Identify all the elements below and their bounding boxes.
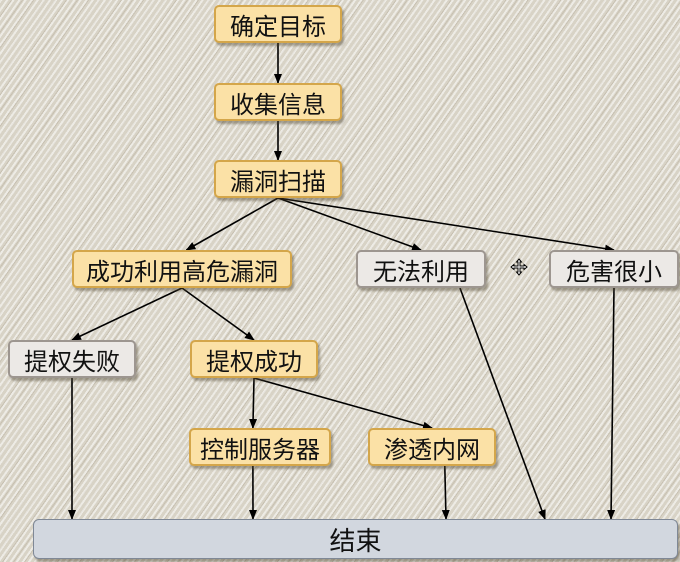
node-pivot-intranet[interactable]: 渗透内网	[368, 428, 496, 466]
edge-privesc_success-to-pivot_intranet	[253, 377, 433, 430]
move-cursor-icon	[510, 258, 528, 276]
edge-vuln_scan-to-cannot_exploit	[277, 197, 422, 251]
edge-vuln_scan-to-exploit_high_risk	[185, 197, 279, 251]
edge-privesc_success-to-control_server	[249, 377, 258, 429]
node-privesc-fail[interactable]: 提权失败	[8, 340, 136, 378]
node-define-goal[interactable]: 确定目标	[214, 5, 342, 43]
node-vuln-scan[interactable]: 漏洞扫描	[214, 160, 342, 198]
node-end[interactable]: 结束	[33, 519, 678, 559]
edge-low_harm-to-end	[607, 287, 616, 520]
edge-pivot_intranet-to-end	[441, 465, 450, 520]
node-cannot-exploit[interactable]: 无法利用	[356, 250, 486, 288]
edge-vuln_scan-to-low_harm	[277, 197, 615, 253]
edge-exploit_high_risk-to-privesc_fail	[71, 287, 183, 341]
edge-exploit_high_risk-to-privesc_success	[181, 287, 255, 341]
node-collect-info[interactable]: 收集信息	[214, 83, 342, 121]
node-exploit-high-risk[interactable]: 成功利用高危漏洞	[72, 250, 292, 288]
node-low-harm[interactable]: 危害很小	[549, 250, 679, 288]
edge-cannot_exploit-to-end	[459, 287, 546, 520]
node-control-server[interactable]: 控制服务器	[189, 428, 331, 466]
node-privesc-success[interactable]: 提权成功	[190, 340, 318, 378]
